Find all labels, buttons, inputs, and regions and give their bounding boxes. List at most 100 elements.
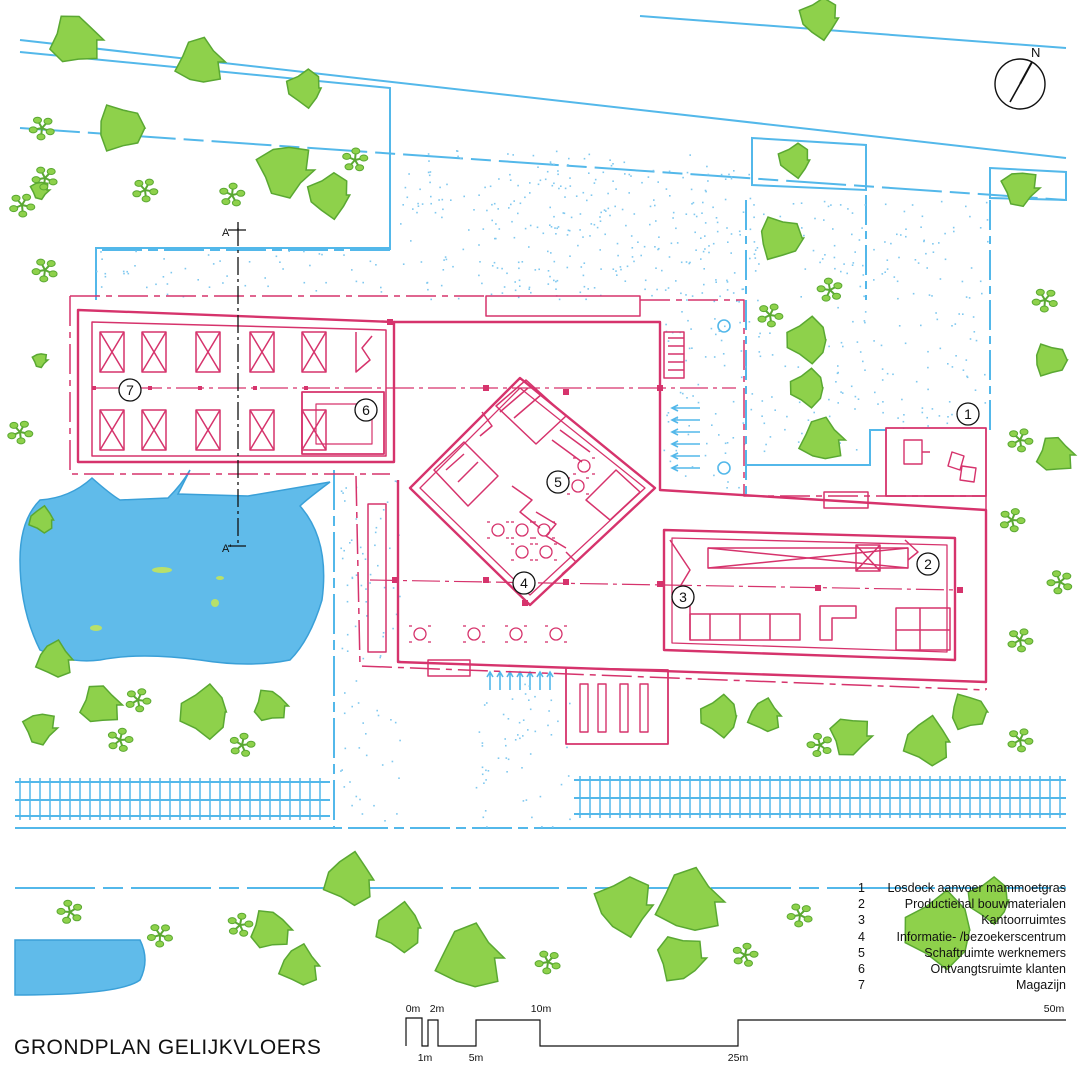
svg-text:7: 7 — [126, 382, 134, 398]
legend-row: 4 Informatie- /bezoekerscentrum — [858, 929, 1066, 945]
warehouse-racks — [99, 331, 373, 451]
central-hall — [394, 320, 988, 684]
shrub — [219, 182, 246, 207]
tree — [904, 889, 971, 971]
tree — [21, 713, 60, 746]
shrub — [31, 166, 58, 191]
section-mark-top: A — [222, 227, 230, 239]
tree — [34, 639, 75, 678]
tree — [250, 909, 295, 949]
svg-text:4: 4 — [520, 575, 528, 591]
shrub — [107, 727, 134, 752]
tree — [179, 682, 228, 741]
tree — [746, 697, 783, 733]
legend-num: 2 — [858, 897, 865, 912]
svg-text:3: 3 — [679, 589, 687, 605]
tree — [255, 146, 317, 199]
path-edge-right — [751, 136, 867, 192]
shrub — [229, 732, 256, 757]
path-loop — [746, 429, 886, 466]
plan-title: GRONDPLAN GELIJKVLOERS — [14, 1036, 322, 1059]
entry-arrows — [486, 319, 731, 690]
shrub — [534, 950, 561, 975]
svg-text:2: 2 — [924, 556, 932, 572]
tree — [28, 504, 55, 534]
tables — [409, 457, 595, 643]
shrub — [146, 924, 173, 948]
legend-text: Magazijn — [1015, 978, 1066, 993]
legend-num: 3 — [858, 913, 865, 928]
tree — [253, 689, 291, 722]
tree — [593, 876, 655, 939]
room-marker-7: 7 — [118, 378, 142, 402]
tree — [277, 942, 322, 986]
section-mark-bottom: A' — [222, 543, 231, 555]
shrub — [28, 116, 55, 141]
shrub — [56, 899, 83, 924]
shrubs — [7, 116, 1073, 975]
shrub — [132, 178, 159, 203]
legend-text: Productiehal bouwmaterialen — [904, 897, 1066, 912]
legend-num: 6 — [858, 961, 865, 976]
loading-dock — [885, 427, 987, 497]
lily-pads — [90, 567, 224, 631]
legend-text: Informatie- /bezoekerscentrum — [896, 929, 1066, 944]
tree — [1035, 343, 1069, 377]
road-edge-top — [19, 39, 1067, 159]
legend-num: 7 — [858, 978, 865, 993]
shrub — [786, 903, 813, 928]
tree — [306, 171, 352, 221]
path-edge-right-2 — [989, 166, 1067, 202]
annex-benches — [579, 683, 649, 733]
tree — [786, 315, 827, 365]
north-label: N — [1031, 45, 1041, 60]
columns — [92, 319, 963, 606]
tree — [31, 353, 50, 369]
tree — [699, 693, 738, 739]
tree — [78, 685, 125, 723]
legend-num: 4 — [858, 929, 865, 944]
trees — [21, 0, 1078, 988]
shrub — [342, 147, 369, 172]
fence-left — [15, 781, 330, 817]
legend-text: Schaftruimte werknemers — [924, 945, 1066, 960]
tree — [100, 104, 147, 152]
legend-num: 5 — [858, 945, 865, 960]
shrub — [757, 303, 784, 328]
tree — [656, 936, 709, 982]
tree — [1035, 436, 1078, 471]
paving-stipple — [96, 150, 989, 828]
scale-label-bottom: 1m — [417, 1052, 433, 1064]
tree — [789, 367, 824, 409]
shrub — [227, 912, 254, 937]
svg-text:5: 5 — [554, 474, 562, 490]
room-marker-2: 2 — [916, 552, 940, 576]
room-marker-4: 4 — [512, 571, 536, 595]
tree — [777, 142, 811, 180]
section-line — [228, 222, 246, 547]
tree — [322, 850, 376, 907]
room-marker-1: 1 — [956, 402, 980, 426]
legend-row: 5 Schaftruimte werknemers — [858, 945, 1066, 961]
tree — [48, 15, 106, 63]
shrub — [31, 258, 58, 283]
tree — [829, 718, 875, 756]
road-edge-top-2 — [639, 15, 1067, 49]
shrub — [816, 277, 843, 302]
north-arrow-icon — [994, 58, 1046, 110]
shrub — [732, 942, 759, 967]
tree — [902, 714, 952, 767]
building — [69, 295, 988, 745]
shrub — [1046, 570, 1073, 595]
production-hall — [662, 528, 957, 662]
scale-label-top: 2m — [429, 1003, 445, 1015]
scale-label-top: 0m — [405, 1003, 421, 1015]
scale-label-bottom: 5m — [468, 1052, 484, 1064]
dock-items — [903, 439, 977, 483]
water-paths — [15, 15, 1067, 889]
